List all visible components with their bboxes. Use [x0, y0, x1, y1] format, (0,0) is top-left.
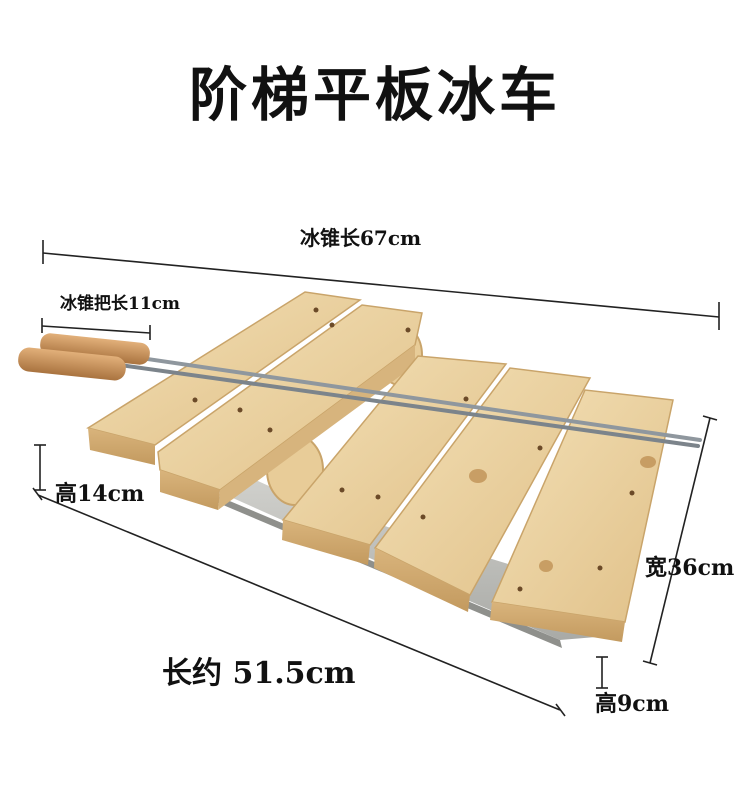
ice-picks	[18, 333, 702, 448]
ice-pick-handle-length-label: 冰锥把长11cm	[60, 294, 180, 314]
page-title: 阶梯平板冰车	[188, 61, 561, 129]
total-height-label: 高14cm	[55, 481, 145, 507]
upper-step-planks	[86, 291, 423, 510]
width-label: 宽36cm	[645, 555, 735, 581]
length-label: 长约 51.5cm	[162, 656, 356, 691]
runner-height-label: 高9cm	[595, 691, 669, 717]
dimension-lines	[32, 240, 720, 717]
ice-pick-length-label: 冰锥长67cm	[300, 226, 422, 250]
